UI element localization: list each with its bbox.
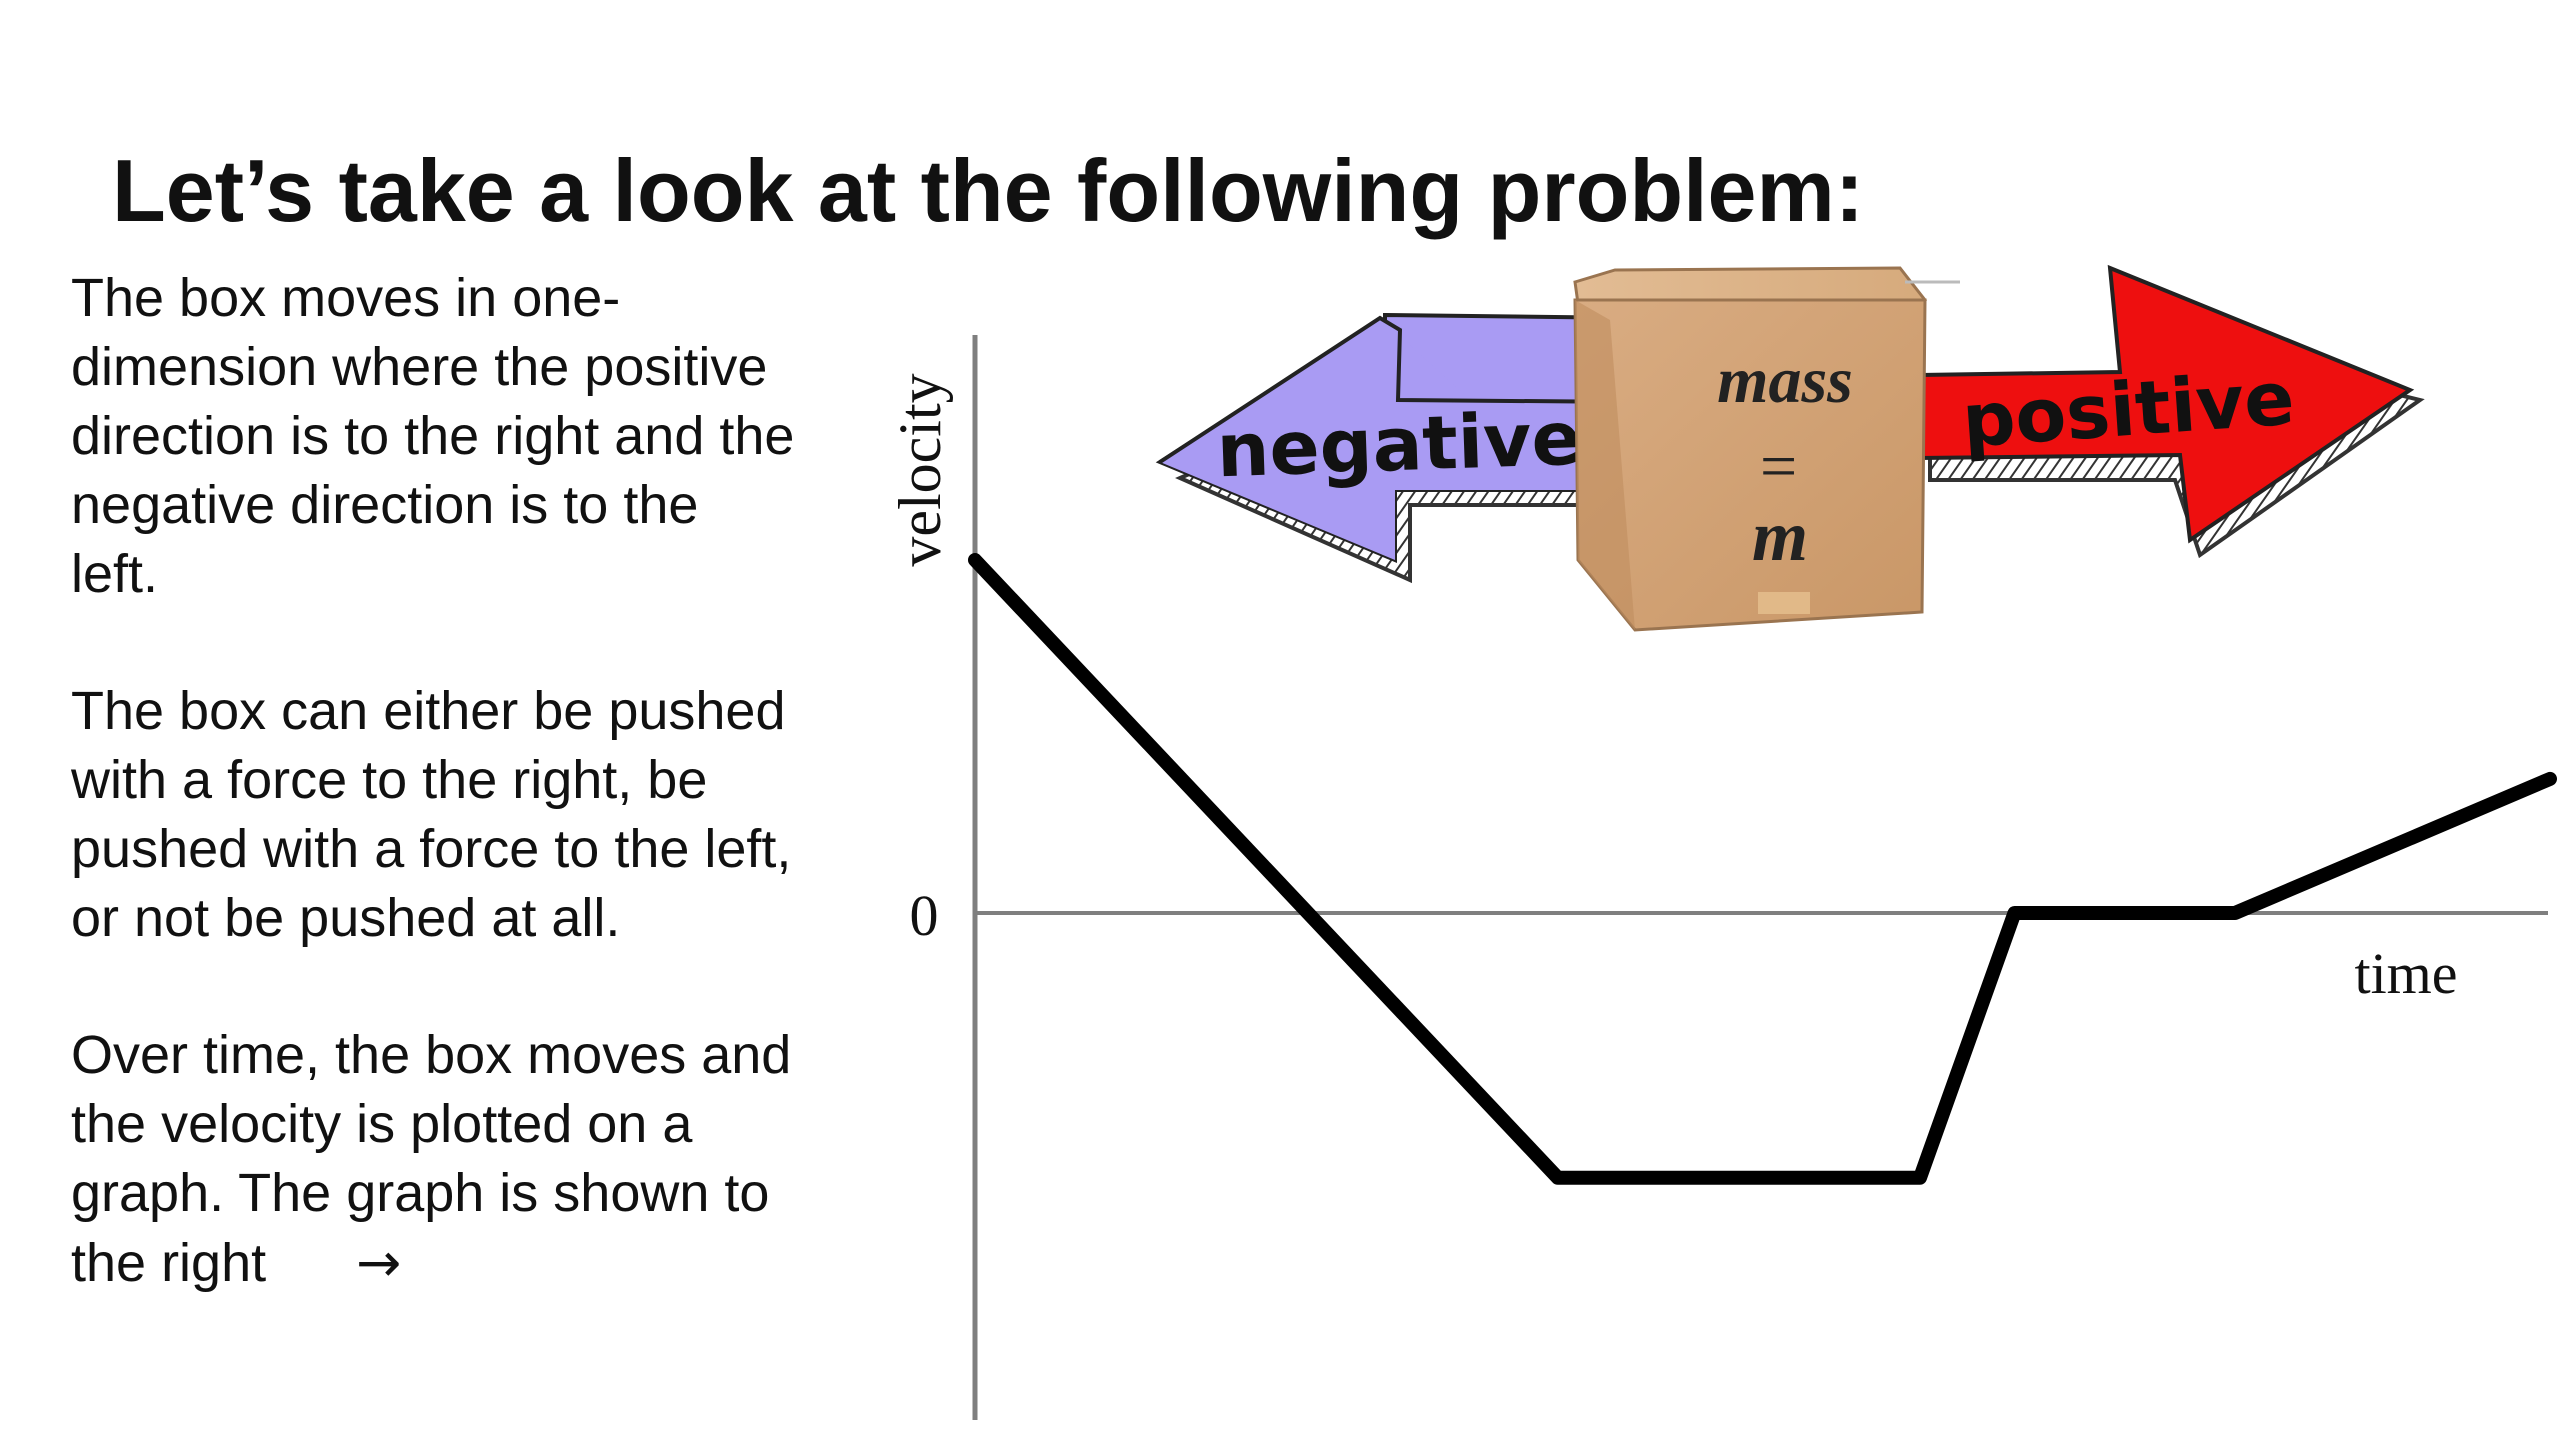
- zero-label: 0: [910, 883, 939, 948]
- text-line: The box can either be pushed: [71, 681, 786, 741]
- mass-label: mass: [1717, 344, 1853, 417]
- text-line: or not be pushed at all.: [71, 888, 621, 948]
- velocity-line: [968, 553, 2557, 1185]
- x-axis-label: time: [2354, 941, 2457, 1006]
- text-line: the velocity is plotted on a: [71, 1094, 693, 1154]
- text-line: dimension where the positive: [71, 337, 768, 397]
- text-line: with a force to the right, be: [71, 750, 708, 810]
- text-line: direction is to the right and the: [71, 406, 795, 466]
- right-arrow-icon: →: [356, 1231, 402, 1294]
- paragraph-forces: The box can either be pushed with a forc…: [71, 677, 861, 953]
- problem-description: The box moves in one- dimension where th…: [71, 264, 861, 1298]
- text-line: negative direction is to the: [71, 475, 699, 535]
- paragraph-graph: Over time, the box moves and the velocit…: [71, 1021, 861, 1298]
- text-line: pushed with a force to the left,: [71, 819, 792, 879]
- text-line: The box moves in one-: [71, 268, 621, 328]
- y-axis-label: velocity: [887, 373, 953, 566]
- mass-box: mass = m: [1573, 266, 1960, 632]
- slide-title: Let’s take a look at the following probl…: [112, 140, 1865, 240]
- equals-label: =: [1756, 430, 1801, 503]
- negative-arrow: negative: [1155, 312, 1642, 584]
- text-line: graph. The graph is shown to: [71, 1163, 770, 1223]
- m-label: m: [1752, 496, 1808, 576]
- text-line: the right: [71, 1233, 267, 1293]
- positive-arrow: positive: [1918, 264, 2425, 559]
- text-line: left.: [71, 544, 159, 604]
- negative-label: negative: [1215, 396, 1583, 495]
- paragraph-direction: The box moves in one- dimension where th…: [71, 264, 861, 609]
- text-line: Over time, the box moves and: [71, 1025, 792, 1085]
